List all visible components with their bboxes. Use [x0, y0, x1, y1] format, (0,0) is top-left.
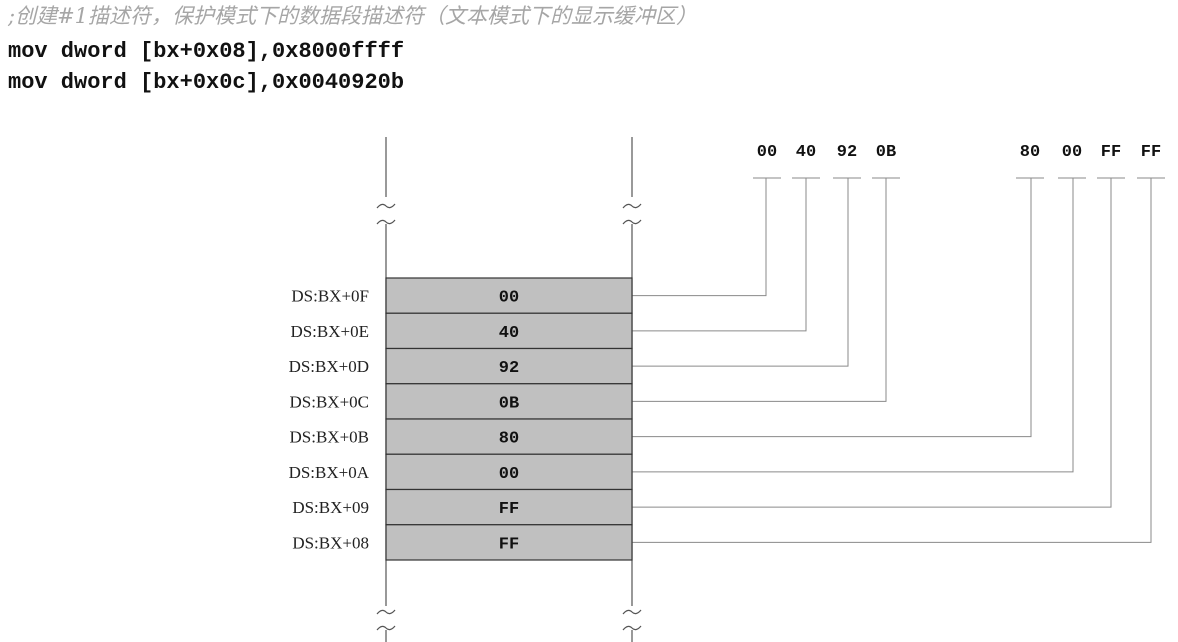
memory-address-label: DS:BX+09	[292, 498, 369, 517]
code-comment: ;创建#1描述符，保护模式下的数据段描述符（文本模式下的显示缓冲区）	[8, 4, 698, 28]
memory-address-label: DS:BX+0E	[290, 322, 369, 341]
memory-cell	[385, 418, 633, 455]
break-mark-left-top-1	[376, 203, 396, 209]
code-line-2: mov dword [bx+0x0c],0x0040920b	[8, 70, 405, 95]
descriptor-byte-label: 80	[1020, 143, 1040, 162]
memory-cell-value: FF	[499, 500, 519, 519]
descriptor-byte-label: 92	[837, 143, 857, 162]
memory-cell-value: 92	[499, 359, 519, 378]
connector-line	[632, 178, 1074, 473]
connector-lines	[632, 178, 1152, 543]
memory-cell	[385, 488, 633, 526]
connector-line	[632, 178, 1032, 438]
memory-address-label: DS:BX+0C	[290, 392, 370, 411]
memory-address-label: DS:BX+0D	[289, 357, 369, 376]
descriptor-byte-labels: 00 40 92 0B 80 00 FF FF	[753, 143, 1165, 179]
memory-cell-value: FF	[499, 535, 519, 554]
descriptor-byte-label: 0B	[876, 143, 896, 162]
descriptor-byte-label: FF	[1101, 143, 1121, 162]
break-mark-left-bottom-1	[376, 609, 396, 615]
memory-cell-value: 40	[499, 324, 519, 343]
memory-cells: 00 DS:BX+0F 40 DS:BX+0E 92 DS:BX+0D 0B DS:BX+0C…	[289, 277, 633, 561]
memory-cell	[385, 383, 633, 420]
descriptor-byte-label: FF	[1141, 143, 1161, 162]
connector-line	[632, 178, 887, 402]
memory-cell-value: 0B	[499, 394, 519, 413]
connector-line	[632, 178, 1152, 543]
break-mark-right-bottom-2	[622, 625, 642, 631]
descriptor-byte-label: 00	[1062, 143, 1082, 162]
code-line-1: mov dword [bx+0x08],0x8000ffff	[8, 39, 405, 64]
memory-address-label: DS:BX+08	[292, 533, 369, 552]
memory-address-label: DS:BX+0B	[290, 428, 370, 447]
break-mark-left-bottom-2	[376, 625, 396, 631]
connector-line	[632, 178, 1112, 508]
descriptor-byte-label: 00	[757, 143, 777, 162]
descriptor-byte-label: 40	[796, 143, 816, 162]
connector-line	[632, 178, 807, 332]
memory-cell-value: 80	[499, 430, 519, 449]
memory-cell	[385, 277, 633, 314]
memory-address-label: DS:BX+0F	[291, 287, 369, 306]
memory-cell	[385, 453, 633, 491]
break-mark-left-top-2	[376, 219, 396, 225]
memory-cell	[385, 524, 633, 561]
break-mark-right-bottom-1	[622, 609, 642, 615]
connector-line	[632, 178, 849, 367]
break-mark-right-top-2	[622, 219, 642, 225]
memory-address-label: DS:BX+0A	[289, 463, 370, 482]
memory-cell-value: 00	[499, 465, 519, 484]
break-mark-right-top-1	[622, 203, 642, 209]
connector-line	[632, 178, 767, 297]
memory-cell-value: 00	[499, 289, 519, 308]
